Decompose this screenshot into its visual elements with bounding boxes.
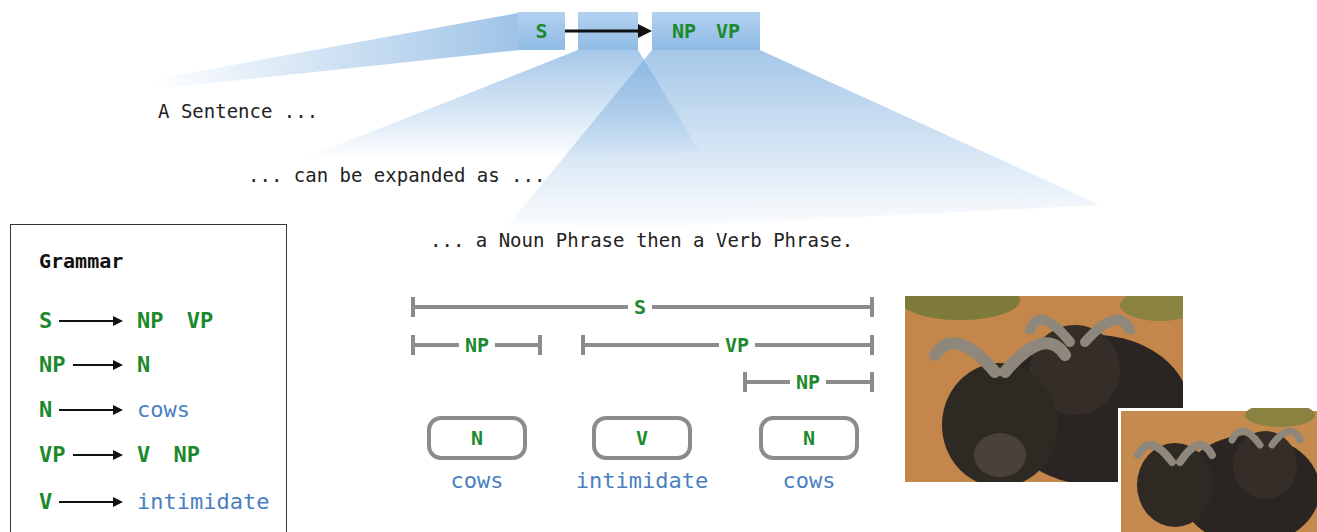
parse-leaf: Vintimidate (557, 416, 727, 494)
rule-arrow-shaft (59, 409, 115, 411)
narration-line: ... a Noun Phrase then a Verb Phrase. (430, 228, 853, 252)
grammar-symbol: N (137, 353, 150, 377)
span-label: S (628, 296, 652, 318)
terminal-word: intimidate (137, 490, 269, 514)
grammar-symbol: NP VP (137, 309, 213, 333)
grammar-symbol: V (39, 490, 52, 514)
terminal-word: cows (783, 468, 836, 494)
parse-leaf: Ncows (392, 416, 562, 494)
span-label: VP (719, 334, 755, 356)
category-label: V (636, 426, 648, 450)
fan-wedge (500, 50, 1100, 235)
grammar-box: GrammarS NP VP NP N NcowsVP V NP Vintimidate (10, 224, 287, 532)
rule-arrow-shaft (73, 454, 115, 456)
span-label: NP (790, 371, 826, 393)
span-brackets (413, 297, 872, 392)
narration-line: A Sentence ... (158, 99, 318, 123)
category-label: N (803, 426, 815, 450)
arrow-head (638, 24, 652, 38)
arrow-shaft (565, 30, 640, 33)
rule-arrow-head (113, 316, 123, 326)
fan-wedge (150, 13, 520, 88)
grammar-symbol: VP (39, 443, 66, 467)
rule-arrow-head (113, 497, 123, 507)
buffalo-photo (1121, 408, 1317, 532)
grammar-symbol: NP (39, 353, 66, 377)
rule-arrow-head (113, 405, 123, 415)
grammar-symbol: S (39, 309, 52, 333)
rule-arrow-shaft (59, 501, 115, 503)
grammar-symbol: V NP (137, 443, 200, 467)
rule-arrow-shaft (59, 320, 115, 322)
terminal-word: cows (137, 398, 190, 422)
category-label: N (471, 426, 483, 450)
rule-arrow-head (113, 360, 123, 370)
rule-symbols: S (535, 19, 547, 43)
grammar-title: Grammar (39, 249, 123, 273)
span-label: NP (459, 334, 495, 356)
rule-arrow (565, 24, 652, 38)
category-box: N (759, 416, 859, 460)
rule-arrow-head (113, 450, 123, 460)
terminal-word: cows (451, 468, 504, 494)
category-box: N (427, 416, 527, 460)
parse-leaf: Ncows (724, 416, 894, 494)
narration-line: ... can be expanded as ... (248, 163, 545, 187)
rule-box: NP VP (652, 12, 760, 50)
rule-box: S (518, 12, 565, 50)
rule-symbols: NP VP (672, 19, 740, 43)
grammar-symbol: N (39, 398, 52, 422)
terminal-word: intimidate (576, 468, 708, 494)
category-box: V (592, 416, 692, 460)
rule-arrow-shaft (73, 364, 115, 366)
